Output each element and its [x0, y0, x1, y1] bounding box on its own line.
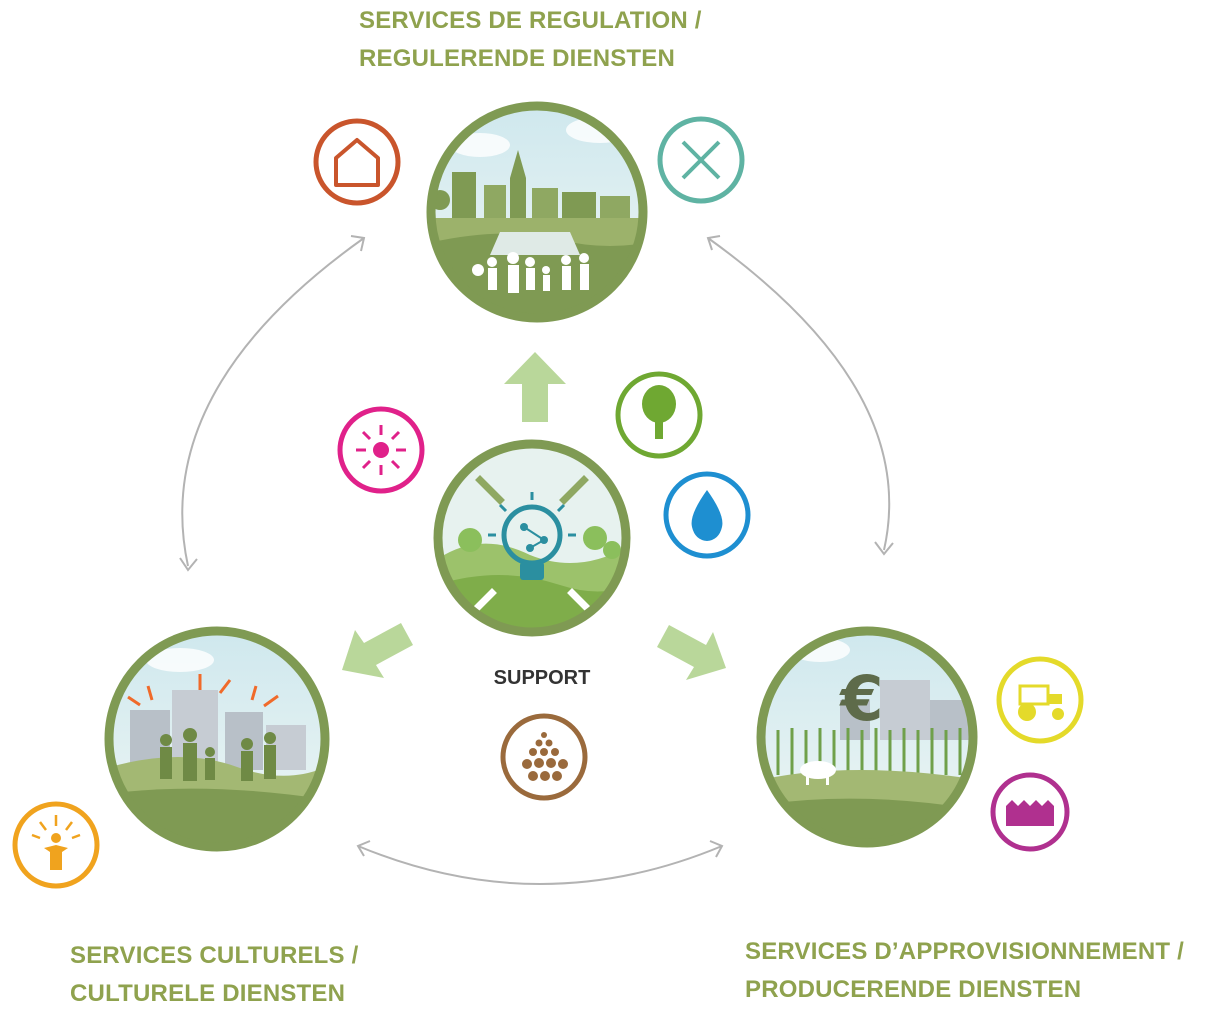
- provisioning-label: SERVICES D’APPROVISIONNEMENT / PRODUCERE…: [745, 933, 1184, 1009]
- regulation-label-line1: SERVICES DE REGULATION /: [359, 7, 702, 34]
- arrowhead-left-bottom: [179, 557, 198, 572]
- house-icon: [313, 118, 401, 206]
- factory-icon: [990, 772, 1070, 852]
- arc-right: [707, 237, 891, 551]
- euro-icon: €: [838, 662, 883, 735]
- support-arrows: [342, 352, 726, 680]
- provisioning-label-line2: PRODUCERENDE DIENSTEN: [745, 976, 1082, 1003]
- cultural-label: SERVICES CULTURELS / CULTURELE DIENSTEN: [70, 937, 358, 1013]
- lightbulb-icon: [488, 492, 576, 580]
- regulation-label-line2: REGULERENDE DIENSTEN: [359, 45, 676, 72]
- cross-icon: [657, 116, 745, 204]
- cultural-circle: [104, 626, 330, 852]
- cycle-arrows: [179, 235, 894, 885]
- provisioning-circle: €: [756, 626, 978, 848]
- water-drop-icon: [663, 471, 751, 559]
- arrow-right: [657, 625, 726, 680]
- arrowhead-right-top: [706, 235, 721, 251]
- person-icon: [12, 801, 100, 889]
- arrowhead-left-top: [350, 235, 366, 252]
- arrow-left: [342, 623, 413, 678]
- arrowhead-bottom-left: [356, 840, 371, 857]
- regulation-circle: [426, 101, 648, 323]
- soil-icon: [500, 713, 588, 801]
- support-label: SUPPORT: [494, 667, 591, 689]
- arc-left: [181, 237, 365, 567]
- sun-icon: [337, 406, 425, 494]
- regulation-label: SERVICES DE REGULATION / REGULERENDE DIE…: [359, 2, 702, 78]
- arrow-up: [504, 352, 566, 422]
- provisioning-label-line1: SERVICES D’APPROVISIONNEMENT /: [745, 938, 1184, 965]
- tree-icon: [615, 371, 703, 459]
- cultural-label-line1: SERVICES CULTURELS /: [70, 942, 359, 969]
- arc-bottom: [357, 845, 723, 885]
- cultural-label-line2: CULTURELE DIENSTEN: [70, 980, 346, 1007]
- arrowhead-right-bottom: [874, 541, 894, 556]
- support-circle: [433, 439, 631, 637]
- arrowhead-bottom-right: [709, 840, 724, 858]
- tractor-icon: [996, 656, 1084, 744]
